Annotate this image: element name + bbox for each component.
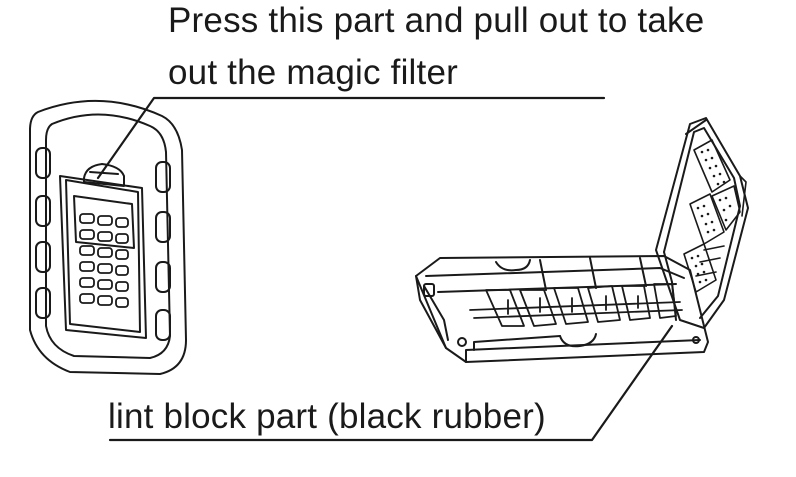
press-instruction-line-1: Press this part and pull out to take xyxy=(168,1,705,40)
lint-block-label: lint block part (black rubber) xyxy=(108,397,546,436)
lint-leader-line xyxy=(108,324,674,442)
magic-filter-installed xyxy=(59,163,147,339)
drum-housing xyxy=(29,100,187,375)
magic-filter-opened xyxy=(415,117,749,363)
press-instruction-line-2: out the magic filter xyxy=(168,53,458,92)
press-leader-line xyxy=(96,96,606,180)
